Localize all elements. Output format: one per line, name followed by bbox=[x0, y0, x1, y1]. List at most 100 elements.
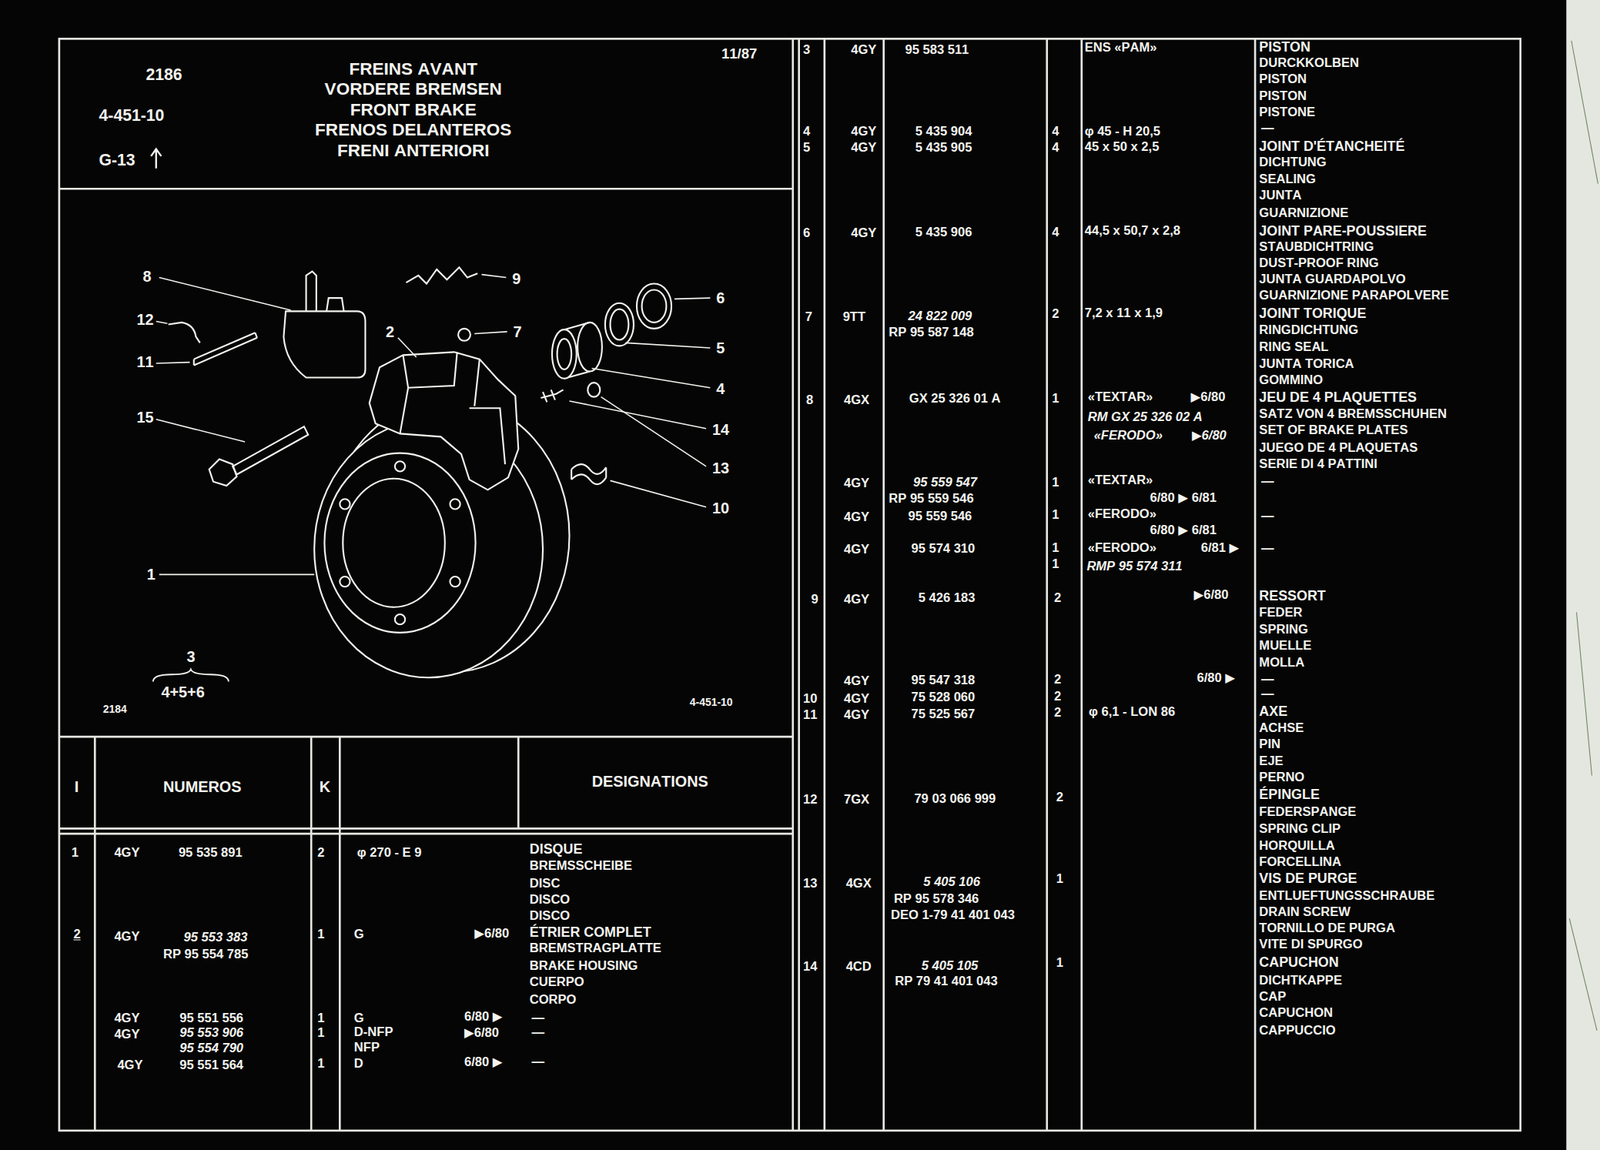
table-cell: 1 bbox=[317, 1010, 325, 1026]
table-cell: 2 bbox=[1054, 706, 1062, 721]
header-code: G-13 bbox=[99, 150, 136, 170]
table-cell: ENS «PAM» bbox=[1084, 40, 1158, 56]
table-cell: 4GY bbox=[113, 1010, 140, 1026]
table-cell: SPRING bbox=[1258, 622, 1308, 637]
leader-line bbox=[674, 297, 710, 299]
table-cell: — bbox=[1261, 120, 1275, 136]
table-cell: CAP bbox=[1258, 989, 1286, 1005]
callout-number: 1 bbox=[147, 565, 156, 584]
table-cell: PISTON bbox=[1258, 88, 1307, 104]
table-cell: MUELLE bbox=[1258, 638, 1312, 653]
figure-reference: 4-451-10 bbox=[689, 696, 734, 709]
callout-number: 8 bbox=[143, 267, 152, 286]
brake-illustration bbox=[168, 267, 672, 678]
table-cell: 95 554 790 bbox=[179, 1041, 244, 1057]
table-cell: 9TT bbox=[843, 310, 866, 325]
designation-heading: PISTON bbox=[1258, 39, 1311, 56]
table-cell: GX 25 326 01 A bbox=[909, 391, 1001, 407]
leader-line bbox=[159, 574, 315, 576]
table-cell: 4GY bbox=[850, 226, 877, 242]
leader-line bbox=[156, 419, 245, 442]
table-cell: — bbox=[1261, 508, 1275, 524]
table-cell: 5 435 906 bbox=[915, 225, 973, 241]
table-cell: JUNTA bbox=[1258, 188, 1302, 204]
table-cell: RM GX 25 326 02 A bbox=[1087, 409, 1203, 425]
dust-seal bbox=[636, 284, 672, 329]
table-cell: 4GY bbox=[843, 542, 870, 558]
table-cell: 5 426 183 bbox=[918, 590, 976, 606]
table-cell: RP 95 578 346 bbox=[893, 891, 979, 907]
table-cell: — bbox=[1261, 687, 1275, 703]
table-cell: TORNILLO DE PURGA bbox=[1258, 920, 1396, 936]
callout-number: 14 bbox=[712, 421, 730, 439]
table-cell: 9 bbox=[811, 592, 819, 608]
table-cell: ▶6/80 bbox=[474, 926, 509, 941]
leader-line bbox=[159, 277, 292, 311]
table-rule bbox=[59, 187, 794, 191]
table-cell: BREMSSCHEIBE bbox=[529, 859, 633, 874]
header-code: 4-451-10 bbox=[99, 106, 165, 125]
table-cell: PISTON bbox=[1258, 72, 1307, 88]
table-cell: 4GX bbox=[843, 392, 870, 408]
table-cell: 4GY bbox=[850, 42, 877, 57]
table-cell: «FERODO» bbox=[1094, 428, 1163, 443]
table-cell: «FERODO» bbox=[1087, 540, 1157, 556]
table-cell: 95 551 556 bbox=[179, 1010, 244, 1026]
table-cell: 4 bbox=[803, 123, 811, 139]
table-cell: 1 bbox=[1056, 956, 1064, 971]
table-cell: RP 95 554 785 bbox=[163, 947, 248, 963]
table-rule bbox=[793, 38, 800, 1131]
table-cell: 4GY bbox=[843, 674, 870, 690]
table-cell: 14 bbox=[803, 960, 817, 975]
designation-heading: JEU DE 4 PLAQUETTES bbox=[1258, 388, 1417, 406]
table-cell: FORCELLINA bbox=[1258, 854, 1342, 870]
table-cell: 24 822 009 bbox=[907, 308, 972, 324]
table-cell: 6/80 ▶ bbox=[1197, 671, 1236, 687]
table-cell: GOMMINO bbox=[1258, 373, 1323, 389]
page-title: FREINS AVANT VORDERE BREMSEN FRONT BRAKE… bbox=[313, 59, 514, 162]
designation-heading: CAPUCHON bbox=[1258, 953, 1339, 971]
table-cell: 5 435 905 bbox=[915, 140, 973, 156]
table-cell: 4 bbox=[1051, 225, 1059, 241]
film-scratch bbox=[1569, 918, 1597, 1031]
piston-face bbox=[552, 329, 577, 379]
bolt-hole bbox=[449, 576, 460, 587]
leader-line bbox=[569, 401, 707, 429]
table-rule bbox=[94, 736, 519, 1132]
callout-number: 15 bbox=[137, 408, 154, 427]
table-cell: 79 03 066 999 bbox=[913, 791, 996, 807]
bolt-hole bbox=[339, 576, 350, 587]
table-cell: SATZ VON 4 BREMSSCHUHEN bbox=[1258, 407, 1447, 422]
table-cell: PIN bbox=[1258, 737, 1281, 753]
table-cell: 95 547 318 bbox=[910, 672, 975, 688]
dust-seal bbox=[642, 289, 667, 322]
table-cell: 4 bbox=[1051, 140, 1059, 156]
table-cell: φ 6,1 - LON 86 bbox=[1088, 704, 1175, 720]
table-cell: 2 bbox=[317, 845, 325, 861]
leader-line bbox=[610, 480, 707, 507]
bolt-hole bbox=[394, 461, 406, 472]
column-header: NUMEROS bbox=[163, 777, 242, 796]
pad-tab bbox=[306, 271, 345, 312]
table-cell: 1 bbox=[1051, 508, 1059, 523]
table-cell: 4CD bbox=[846, 960, 872, 975]
direction-arrow bbox=[150, 149, 161, 169]
table-cell: 6 bbox=[803, 226, 811, 242]
table-cell: 5 405 106 bbox=[923, 875, 981, 891]
table-cell: 5 435 904 bbox=[915, 123, 973, 139]
table-cell: DISC bbox=[529, 876, 561, 891]
table-cell: 95 559 546 bbox=[907, 508, 972, 524]
table-cell: 3 bbox=[803, 42, 811, 57]
table-cell: SERIE DI 4 PATTINI bbox=[1258, 456, 1378, 472]
table-cell: — bbox=[1261, 672, 1275, 687]
table-cell: 1 bbox=[71, 845, 79, 861]
designation-heading: VIS DE PURGE bbox=[1258, 870, 1357, 888]
caliper-body bbox=[369, 351, 519, 490]
leader-line bbox=[474, 331, 507, 335]
piston-face bbox=[557, 338, 573, 370]
callout-number: 4+5+6 bbox=[160, 682, 205, 701]
table-cell: 6/80 ▶ bbox=[464, 1054, 503, 1070]
bolt-hole bbox=[394, 614, 406, 625]
leader-line bbox=[156, 362, 191, 364]
table-cell: «FERODO» bbox=[1087, 506, 1157, 522]
